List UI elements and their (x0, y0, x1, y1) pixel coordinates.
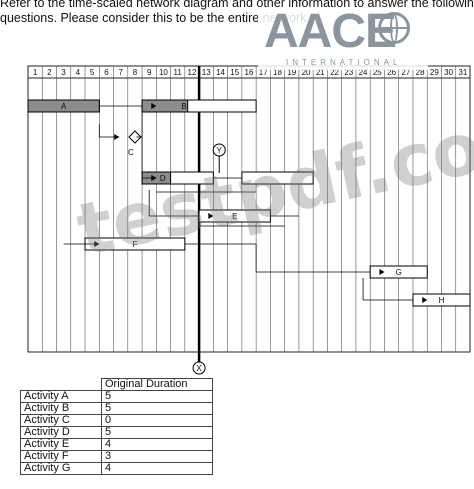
column-number: 18 (273, 68, 282, 77)
instructions-line-2: questions. Please consider this to be th… (0, 11, 310, 25)
column-number: 16 (245, 68, 254, 77)
column-number: 9 (147, 68, 152, 77)
column-number: 31 (458, 68, 467, 77)
activity-label: H (439, 296, 445, 305)
activity-label: E (232, 212, 237, 221)
logo-tagline: INTERNATIONAL (286, 58, 402, 67)
activity-label: D (160, 174, 166, 183)
column-number: 11 (174, 68, 183, 77)
column-number: 20 (302, 68, 311, 77)
column-number: 1 (33, 68, 38, 77)
column-number: 7 (118, 68, 123, 77)
column-number: 22 (330, 68, 339, 77)
column-number: 25 (373, 68, 382, 77)
column-number: 8 (133, 68, 138, 77)
arrowhead (422, 297, 428, 303)
arrowhead (208, 213, 214, 219)
diagram-frame (27, 65, 471, 353)
column-number: 17 (259, 68, 268, 77)
y-marker-label: Y (217, 146, 223, 155)
instructions: Refer to the time-scaled network diagram… (0, 0, 474, 26)
arrowhead (151, 175, 157, 181)
activity-label: A (61, 102, 67, 111)
arrowhead (379, 269, 385, 275)
arrowhead (151, 103, 157, 109)
arrowhead (114, 134, 120, 140)
column-number: 29 (430, 68, 439, 77)
column-number: 5 (90, 68, 95, 77)
column-number: 24 (359, 68, 368, 77)
column-number: 15 (230, 68, 239, 77)
arrowhead (94, 241, 100, 247)
aace-logo: AACE INTERNATIONAL (258, 5, 428, 70)
duration-table-header: Original Duration (21, 378, 213, 391)
column-number: 6 (104, 68, 109, 77)
column-number: 23 (344, 68, 353, 77)
activity-label: B (181, 102, 186, 111)
milestone-diamond (128, 130, 142, 144)
column-number: 12 (188, 68, 197, 77)
x-marker (192, 361, 206, 375)
activity-label: C (128, 148, 134, 157)
x-marker-label: X (196, 364, 202, 373)
column-number: 26 (387, 68, 396, 77)
column-number: 14 (216, 68, 225, 77)
column-number: 13 (202, 68, 211, 77)
column-number: 19 (287, 68, 296, 77)
activity-label: G (396, 268, 402, 277)
logo-brand: AACE (264, 5, 397, 58)
column-number: 30 (444, 68, 453, 77)
column-number: 27 (401, 68, 410, 77)
column-number: 21 (316, 68, 325, 77)
activity-label: F (132, 240, 137, 249)
instructions-line-1: Refer to the time-scaled network diagram… (0, 0, 474, 10)
column-number: 4 (76, 68, 81, 77)
column-number: 10 (159, 68, 168, 77)
column-number: 3 (61, 68, 66, 77)
column-number: 28 (416, 68, 425, 77)
globe-icon (378, 12, 410, 44)
column-number: 2 (47, 68, 52, 77)
duration-header: Original Duration (101, 378, 213, 391)
